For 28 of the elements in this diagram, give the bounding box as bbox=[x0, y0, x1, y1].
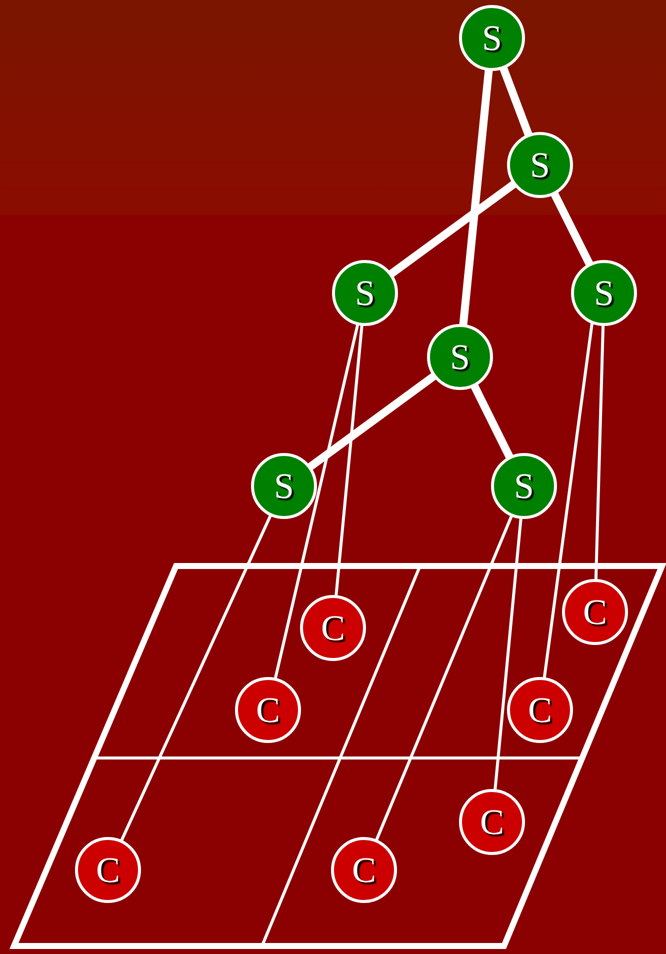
node-label: S bbox=[354, 275, 376, 311]
connector-line bbox=[500, 66, 532, 136]
connector-line bbox=[274, 324, 360, 680]
circle-node bbox=[562, 579, 628, 645]
node-label: S bbox=[594, 275, 614, 311]
connector-line bbox=[594, 324, 605, 580]
node-label: C bbox=[528, 692, 552, 728]
node-label: C bbox=[480, 804, 504, 840]
connector-line bbox=[459, 69, 493, 326]
connector-line bbox=[550, 192, 594, 266]
node-label: S bbox=[514, 468, 534, 504]
node-label: S bbox=[450, 339, 470, 375]
node-label: S bbox=[530, 147, 550, 183]
connector-line bbox=[307, 372, 437, 470]
node-label: C bbox=[96, 852, 120, 888]
node-label: C bbox=[256, 692, 280, 728]
connector-line bbox=[542, 322, 594, 678]
connector-line bbox=[374, 514, 514, 842]
node-label: C bbox=[582, 594, 607, 630]
node-label: C bbox=[352, 852, 376, 888]
connector-line bbox=[334, 324, 364, 596]
connector-line bbox=[388, 180, 517, 278]
connector-line bbox=[470, 384, 514, 460]
connector-line bbox=[120, 514, 272, 842]
connector-line bbox=[494, 518, 522, 790]
node-label: S bbox=[482, 20, 502, 56]
node-label: S bbox=[274, 468, 294, 504]
node-label: C bbox=[320, 610, 345, 646]
